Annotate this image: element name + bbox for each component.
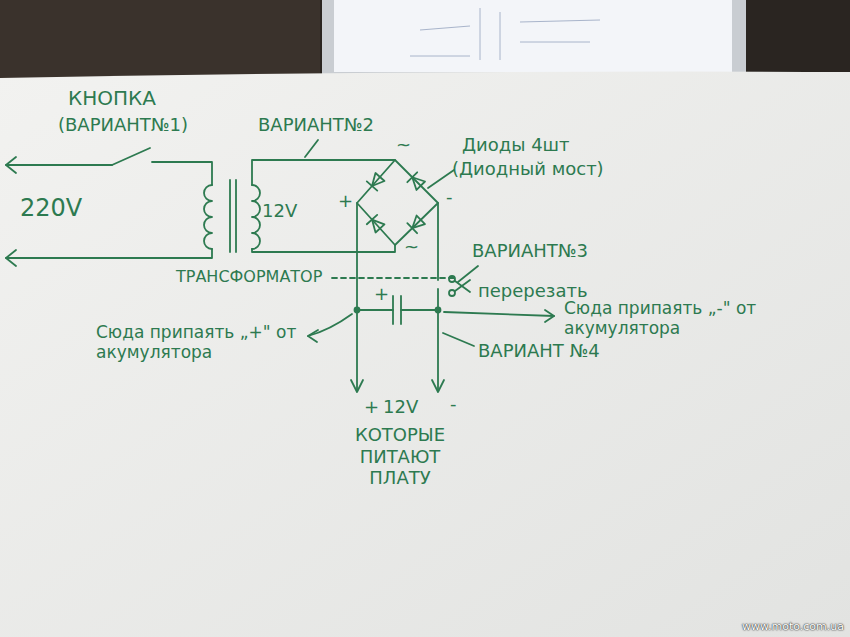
voltage-label: 12V [383, 396, 418, 418]
variant-label: ВАРИАНТ №4 [478, 340, 600, 362]
ac-symbol: ~ [404, 236, 419, 258]
part-label: ТРАНСФОРМАТОР [176, 267, 322, 286]
note-label: КОТОРЫЕ ПИТАЮТ ПЛАТУ [340, 424, 460, 489]
note-label: Сюда припаять „-" от акумулятора [564, 298, 784, 339]
variant-label: ВАРИАНТ№2 [258, 114, 374, 136]
button-label: КНОПКА [68, 86, 156, 110]
part-label: Диоды 4шт [462, 134, 570, 156]
variant-label: ВАРИАНТ№3 [472, 240, 588, 262]
part-label: (Диодный мост) [452, 158, 604, 180]
polarity-sign: - [446, 186, 453, 208]
voltage-label: 220V [20, 194, 82, 223]
voltage-label: 12V [262, 200, 297, 222]
polarity-sign: + [338, 190, 353, 212]
note-label: Сюда припаять „+" от акумулятора [96, 322, 301, 363]
polarity-sign: - [450, 393, 457, 415]
watermark: www.moto.com.ua [742, 620, 844, 633]
variant-label: (ВАРИАНТ№1) [58, 114, 188, 136]
polarity-sign: + [364, 396, 379, 418]
ac-symbol: ~ [396, 134, 411, 156]
polarity-sign: + [374, 283, 389, 305]
